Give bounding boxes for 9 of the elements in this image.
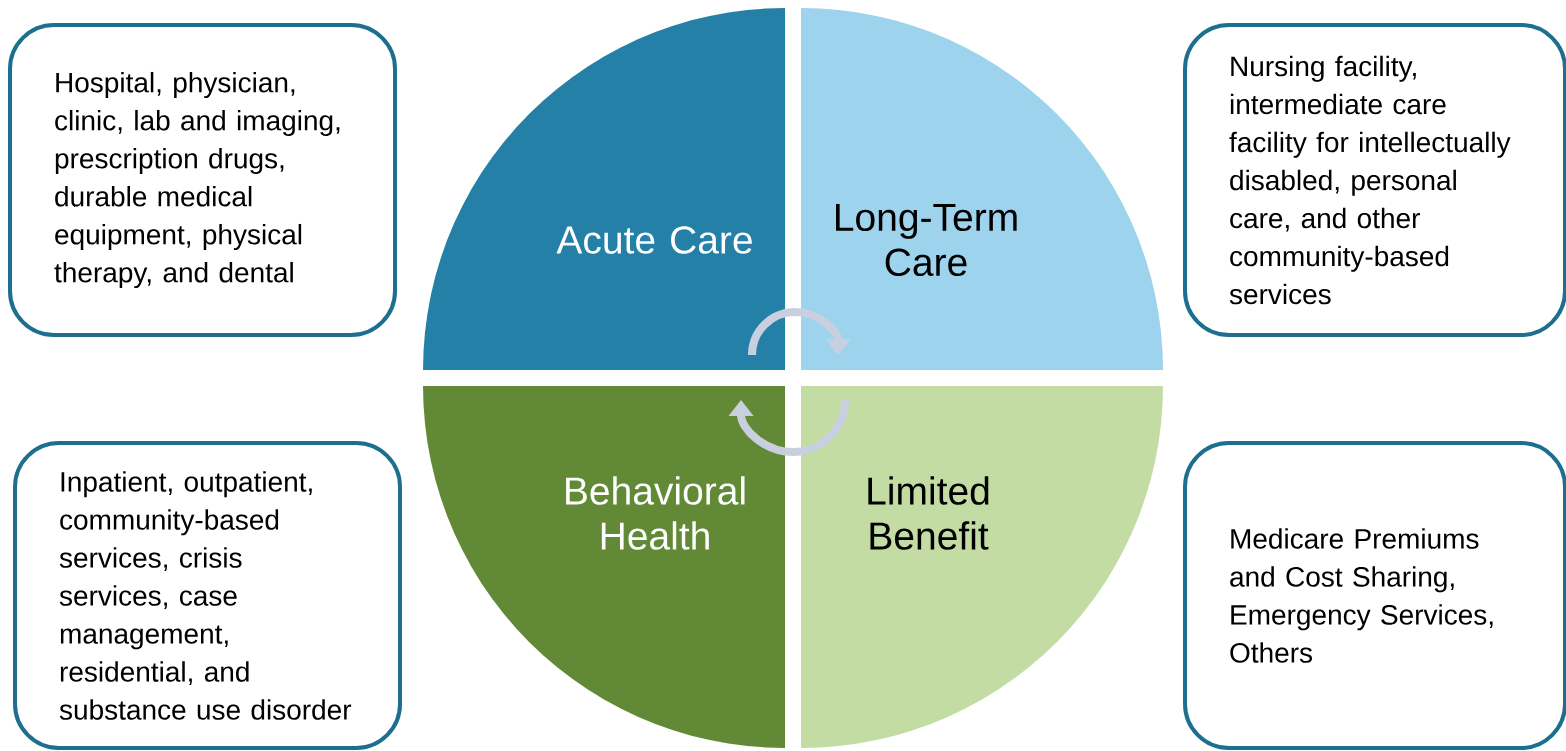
quadrant: Behavioral Health [423, 386, 785, 748]
quadrant: Acute Care [423, 8, 785, 370]
quadrant: Long-Term Care [801, 8, 1163, 370]
description-box: Inpatient, outpatient, community-based services, crisis services, case management, residential, and substance use disorder [13, 441, 402, 750]
quadrant: Limited Benefit [801, 386, 1163, 748]
cycle-arrow [728, 399, 849, 456]
description-box: Nursing facility, intermediate care facility for intellectually disabled, personal care, and other community-based services [1183, 23, 1566, 337]
description-box: Medicare Premiums and Cost Sharing, Emergency Services, Others [1183, 441, 1566, 750]
description-box: Hospital, physician, clinic, lab and imaging, prescription drugs, durable medical equipment, physical therapy, and dental [8, 23, 397, 337]
